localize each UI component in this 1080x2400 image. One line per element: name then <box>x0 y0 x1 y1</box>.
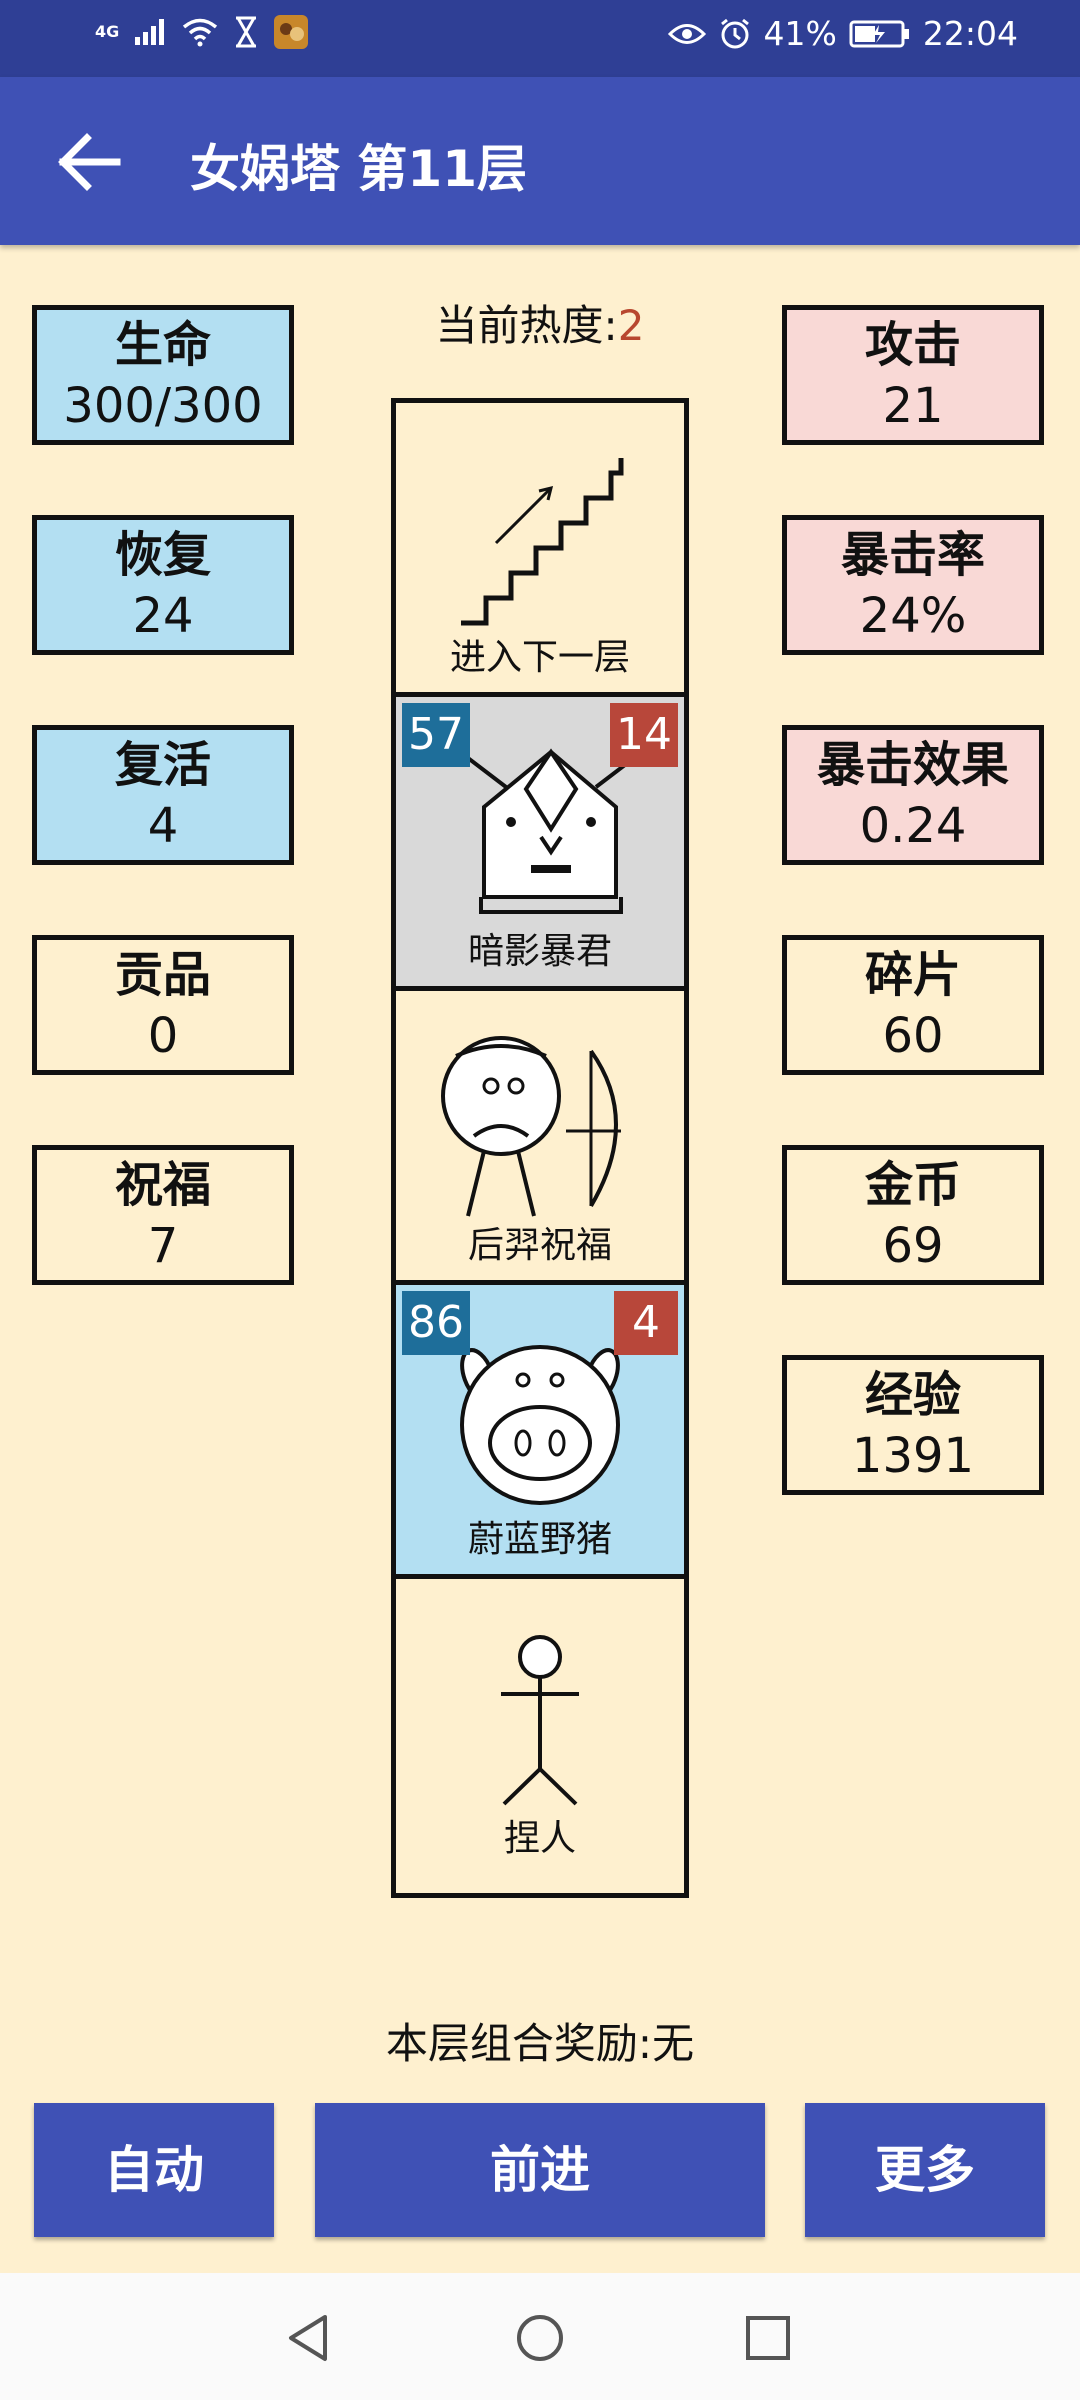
stat-label: 金币 <box>864 1157 961 1213</box>
battery-percent: 41% <box>763 14 837 53</box>
status-bar: 4G 41% <box>0 0 1080 77</box>
stat-gold[interactable]: 金币 69 <box>782 1145 1044 1285</box>
stat-revive[interactable]: 复活 4 <box>32 725 294 865</box>
alarm-icon <box>720 18 749 48</box>
stat-regen[interactable]: 恢复 24 <box>32 515 294 655</box>
stat-value: 4 <box>147 798 179 854</box>
tower-cell-enemy[interactable]: 86 4 蔚蓝野猪 <box>396 1285 684 1579</box>
signal-icon <box>135 19 165 45</box>
stat-label: 贡品 <box>114 947 211 1003</box>
stat-label: 祝福 <box>114 1157 211 1213</box>
hourglass-icon <box>236 16 257 48</box>
reward-value: 无 <box>652 2019 695 2068</box>
cell-name: 后羿祝福 <box>467 1225 612 1266</box>
app-bar: 女娲塔 第11层 <box>0 77 1080 245</box>
stat-value: 24% <box>859 588 967 644</box>
nav-home-icon[interactable] <box>515 2313 565 2363</box>
archer-icon <box>441 1036 621 1217</box>
stat-value: 0.24 <box>859 798 967 854</box>
stat-label: 恢复 <box>114 527 211 583</box>
nav-recents-icon[interactable] <box>745 2315 791 2361</box>
stat-label: 暴击效果 <box>816 737 1009 793</box>
stat-value: 1391 <box>851 1428 975 1484</box>
enemy-attack-badge: 4 <box>614 1291 678 1355</box>
clock-time: 22:04 <box>922 14 1018 53</box>
more-button[interactable]: 更多 <box>805 2103 1045 2237</box>
cell-name: 进入下一层 <box>449 637 630 678</box>
cell-name: 蔚蓝野猪 <box>467 1519 612 1560</box>
network-type: 4G <box>95 22 120 41</box>
stat-value: 0 <box>147 1008 179 1064</box>
stat-label: 攻击 <box>864 317 961 373</box>
enemy-hp-badge: 57 <box>402 703 470 767</box>
tower-cell-stairs[interactable]: 进入下一层 <box>396 403 684 697</box>
back-arrow-icon[interactable] <box>55 132 125 192</box>
stat-attack[interactable]: 攻击 21 <box>782 305 1044 445</box>
boar-icon <box>460 1345 620 1505</box>
stat-label: 碎片 <box>864 947 961 1003</box>
tower-cell-blessing[interactable]: 后羿祝福 <box>396 991 684 1285</box>
stat-tribute[interactable]: 贡品 0 <box>32 935 294 1075</box>
cell-name: 暗影暴君 <box>467 931 612 972</box>
app-icon <box>274 15 309 49</box>
stat-value: 24 <box>132 588 194 644</box>
enemy-hp-badge: 86 <box>402 1291 470 1355</box>
stat-value: 60 <box>882 1008 944 1064</box>
stat-experience[interactable]: 经验 1391 <box>782 1355 1044 1495</box>
stat-blessing[interactable]: 祝福 7 <box>32 1145 294 1285</box>
nav-back-icon[interactable] <box>285 2313 331 2363</box>
stat-value: 7 <box>147 1218 179 1274</box>
stat-label: 暴击率 <box>840 527 985 583</box>
current-heat: 当前热度:2 <box>0 292 1080 353</box>
heat-value: 2 <box>617 301 645 350</box>
auto-button[interactable]: 自动 <box>34 2103 274 2237</box>
stat-value: 69 <box>882 1218 944 1274</box>
page-title: 女娲塔 第11层 <box>190 140 527 198</box>
tower-cell-character[interactable]: 捏人 <box>396 1579 684 1873</box>
stat-hp[interactable]: 生命 300/300 <box>32 305 294 445</box>
stat-label: 经验 <box>864 1367 961 1423</box>
tyrant-icon <box>462 748 640 914</box>
eye-icon <box>667 23 706 44</box>
stat-label: 生命 <box>114 317 211 373</box>
stat-label: 复活 <box>114 737 211 793</box>
stat-crit-effect[interactable]: 暴击效果 0.24 <box>782 725 1044 865</box>
reward-label: 本层组合奖励: <box>385 2019 653 2068</box>
stat-value: 300/300 <box>63 378 263 434</box>
enemy-attack-badge: 14 <box>610 703 678 767</box>
stat-crit-rate[interactable]: 暴击率 24% <box>782 515 1044 655</box>
forward-button[interactable]: 前进 <box>315 2103 765 2237</box>
system-nav-bar <box>0 2273 1080 2400</box>
stairs-icon <box>461 458 624 626</box>
tower-column: 进入下一层 57 14 暗影暴君 后羿祝福 <box>391 398 689 1898</box>
heat-label: 当前热度: <box>435 301 618 350</box>
tower-cell-enemy[interactable]: 57 14 暗影暴君 <box>396 697 684 991</box>
stat-fragments[interactable]: 碎片 60 <box>782 935 1044 1075</box>
battery-icon <box>849 20 909 47</box>
cell-name: 捏人 <box>503 1818 576 1859</box>
stat-value: 21 <box>882 378 944 434</box>
stickman-icon <box>501 1635 579 1806</box>
wifi-icon <box>183 18 218 47</box>
floor-combo-reward: 本层组合奖励:无 <box>0 2010 1080 2071</box>
